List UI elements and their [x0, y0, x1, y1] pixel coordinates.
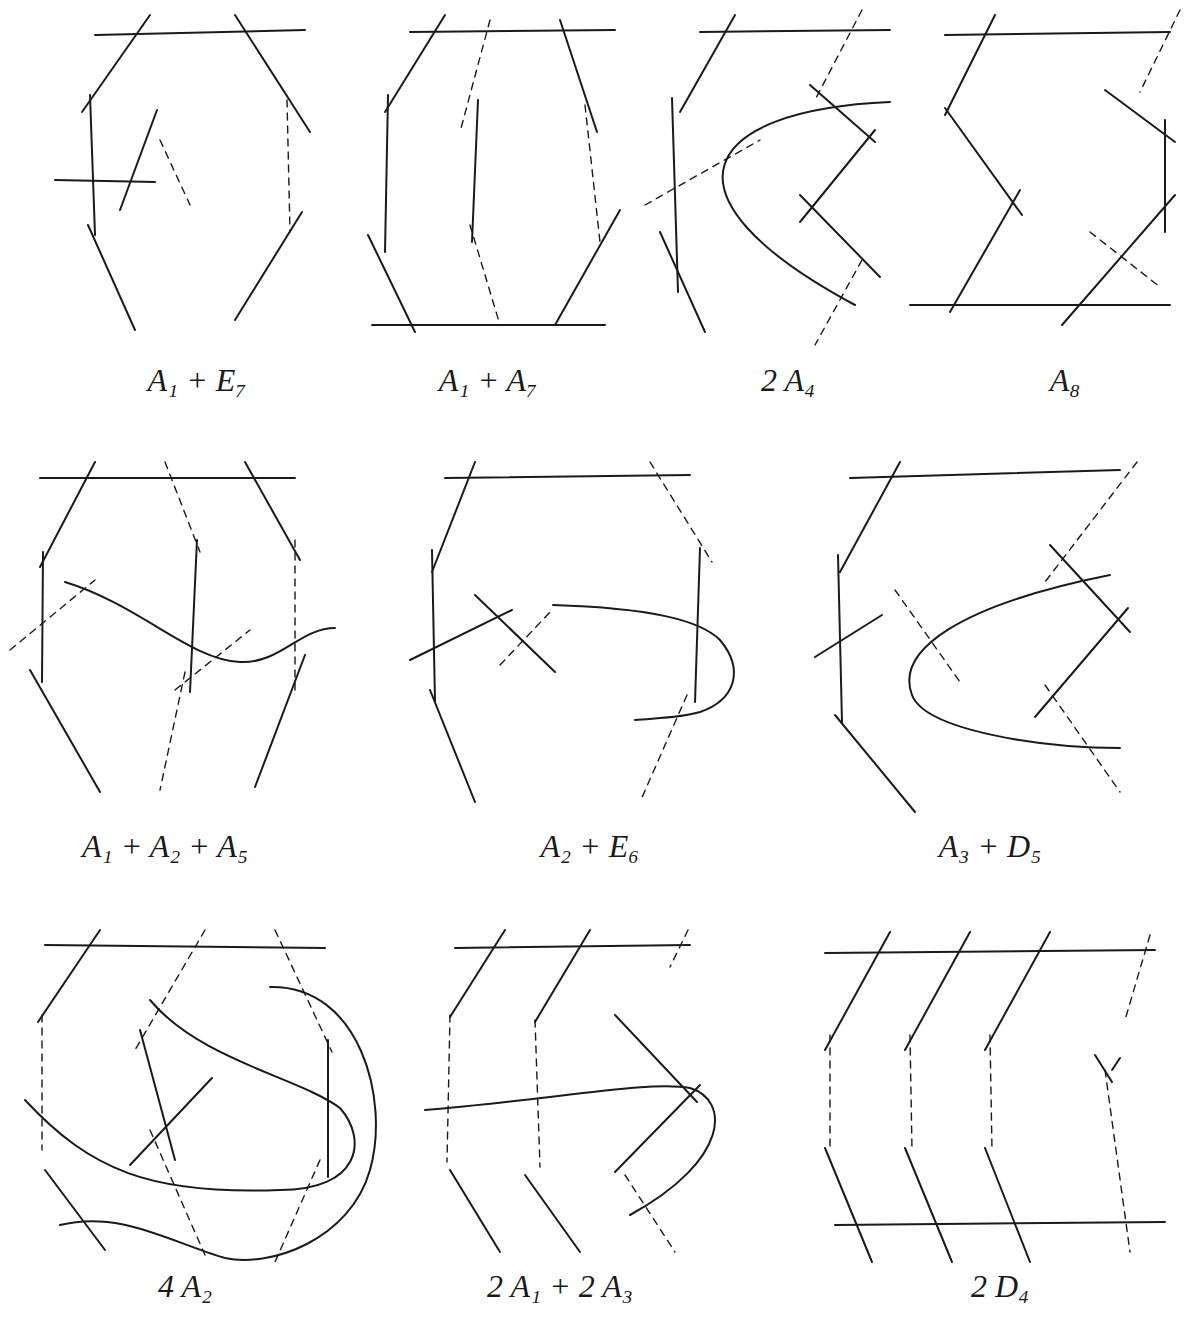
- configuration-label: A₂ + E₆: [537, 828, 644, 865]
- configuration-sketch: [815, 462, 1137, 812]
- configuration-sketch: [10, 462, 335, 792]
- configuration-label: 2 A₄: [757, 362, 819, 399]
- configuration-sketch: [368, 15, 620, 332]
- configuration-label: A₁ + A₇: [435, 362, 541, 399]
- configuration-label: A₈: [1046, 362, 1085, 399]
- configuration-label: A₁ + A₂ + A₅: [78, 828, 252, 865]
- configuration-sketch: [910, 10, 1180, 325]
- configuration-label: 2 D₄: [967, 1268, 1033, 1305]
- configuration-sketch: [25, 930, 376, 1262]
- configuration-sketch: [645, 10, 890, 345]
- configuration-sketch: [410, 462, 734, 802]
- configuration-sketch: [825, 932, 1165, 1262]
- configuration-label: A₁ + E₇: [144, 362, 251, 399]
- configuration-sketch: [425, 930, 715, 1252]
- configuration-sketch: [55, 15, 310, 330]
- configuration-label: 2 A₁ + 2 A₃: [483, 1268, 637, 1305]
- configuration-label: A₃ + D₅: [935, 828, 1046, 865]
- configuration-label: 4 A₂: [154, 1268, 216, 1305]
